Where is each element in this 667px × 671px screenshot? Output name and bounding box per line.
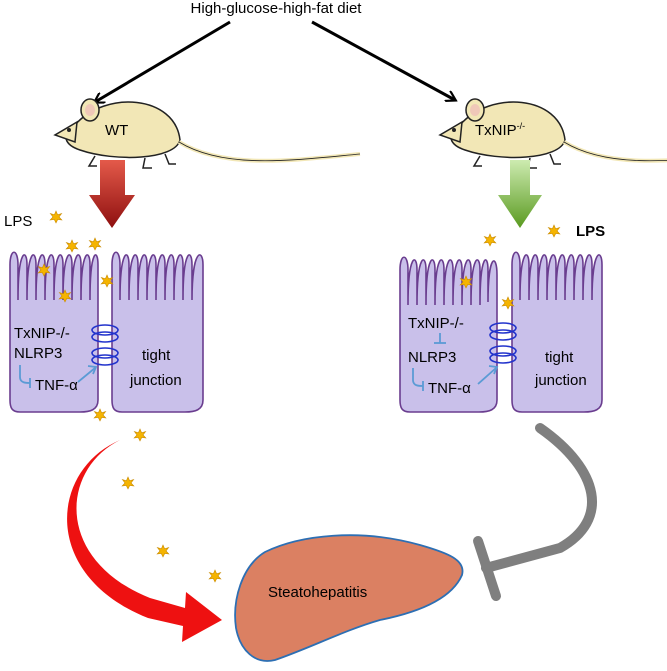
right-nlrp3-label: NLRP3: [408, 349, 456, 366]
right-txnip-label: TxNIP-/-: [408, 315, 464, 332]
right-tnf-label: TNF-α: [428, 380, 471, 397]
right-tnf-to-junction-arrow: [477, 367, 497, 385]
liver-label: Steatohepatitis: [268, 584, 367, 601]
txnip-ko-mouse-label: TxNIP-/-: [475, 121, 525, 139]
green-down-arrow: [498, 160, 542, 228]
inhibition-bar: [473, 536, 501, 601]
wt-mouse-label: WT: [105, 122, 128, 139]
arrow-to-wt: [95, 20, 231, 102]
right-cell-b: [511, 251, 603, 413]
right-tight-junction-icon: [489, 322, 517, 364]
right-lps-label: LPS: [576, 223, 605, 240]
right-junction-label: junction: [534, 372, 587, 389]
promotion-curved-arrow: [67, 440, 222, 642]
diet-label: High-glucose-high-fat diet: [191, 0, 363, 17]
left-txnip-label: TxNIP-/-: [14, 325, 70, 342]
wt-mouse-icon: [53, 97, 362, 170]
red-down-arrow: [89, 160, 135, 228]
right-tight-label: tight: [545, 349, 574, 366]
left-nlrp3-to-tnf-arrow: [19, 365, 31, 384]
liver-icon: [234, 534, 464, 662]
right-cell-a: [399, 256, 498, 413]
right-nlrp3-to-tnf-arrow: [412, 368, 424, 387]
left-tight-junction-icon: [91, 324, 119, 366]
arrow-to-txnip-ko: [311, 20, 455, 100]
left-nlrp3-label: NLRP3: [14, 345, 62, 362]
left-tnf-label: TNF-α: [35, 377, 78, 394]
inhibition-curve: [481, 423, 597, 573]
left-cell-a: [9, 251, 99, 413]
left-junction-label: junction: [129, 372, 182, 389]
left-cell-b: [111, 251, 204, 413]
left-tight-label: tight: [142, 347, 171, 364]
left-lps-label: LPS: [4, 213, 32, 230]
left-tnf-to-junction-arrow: [77, 367, 96, 383]
